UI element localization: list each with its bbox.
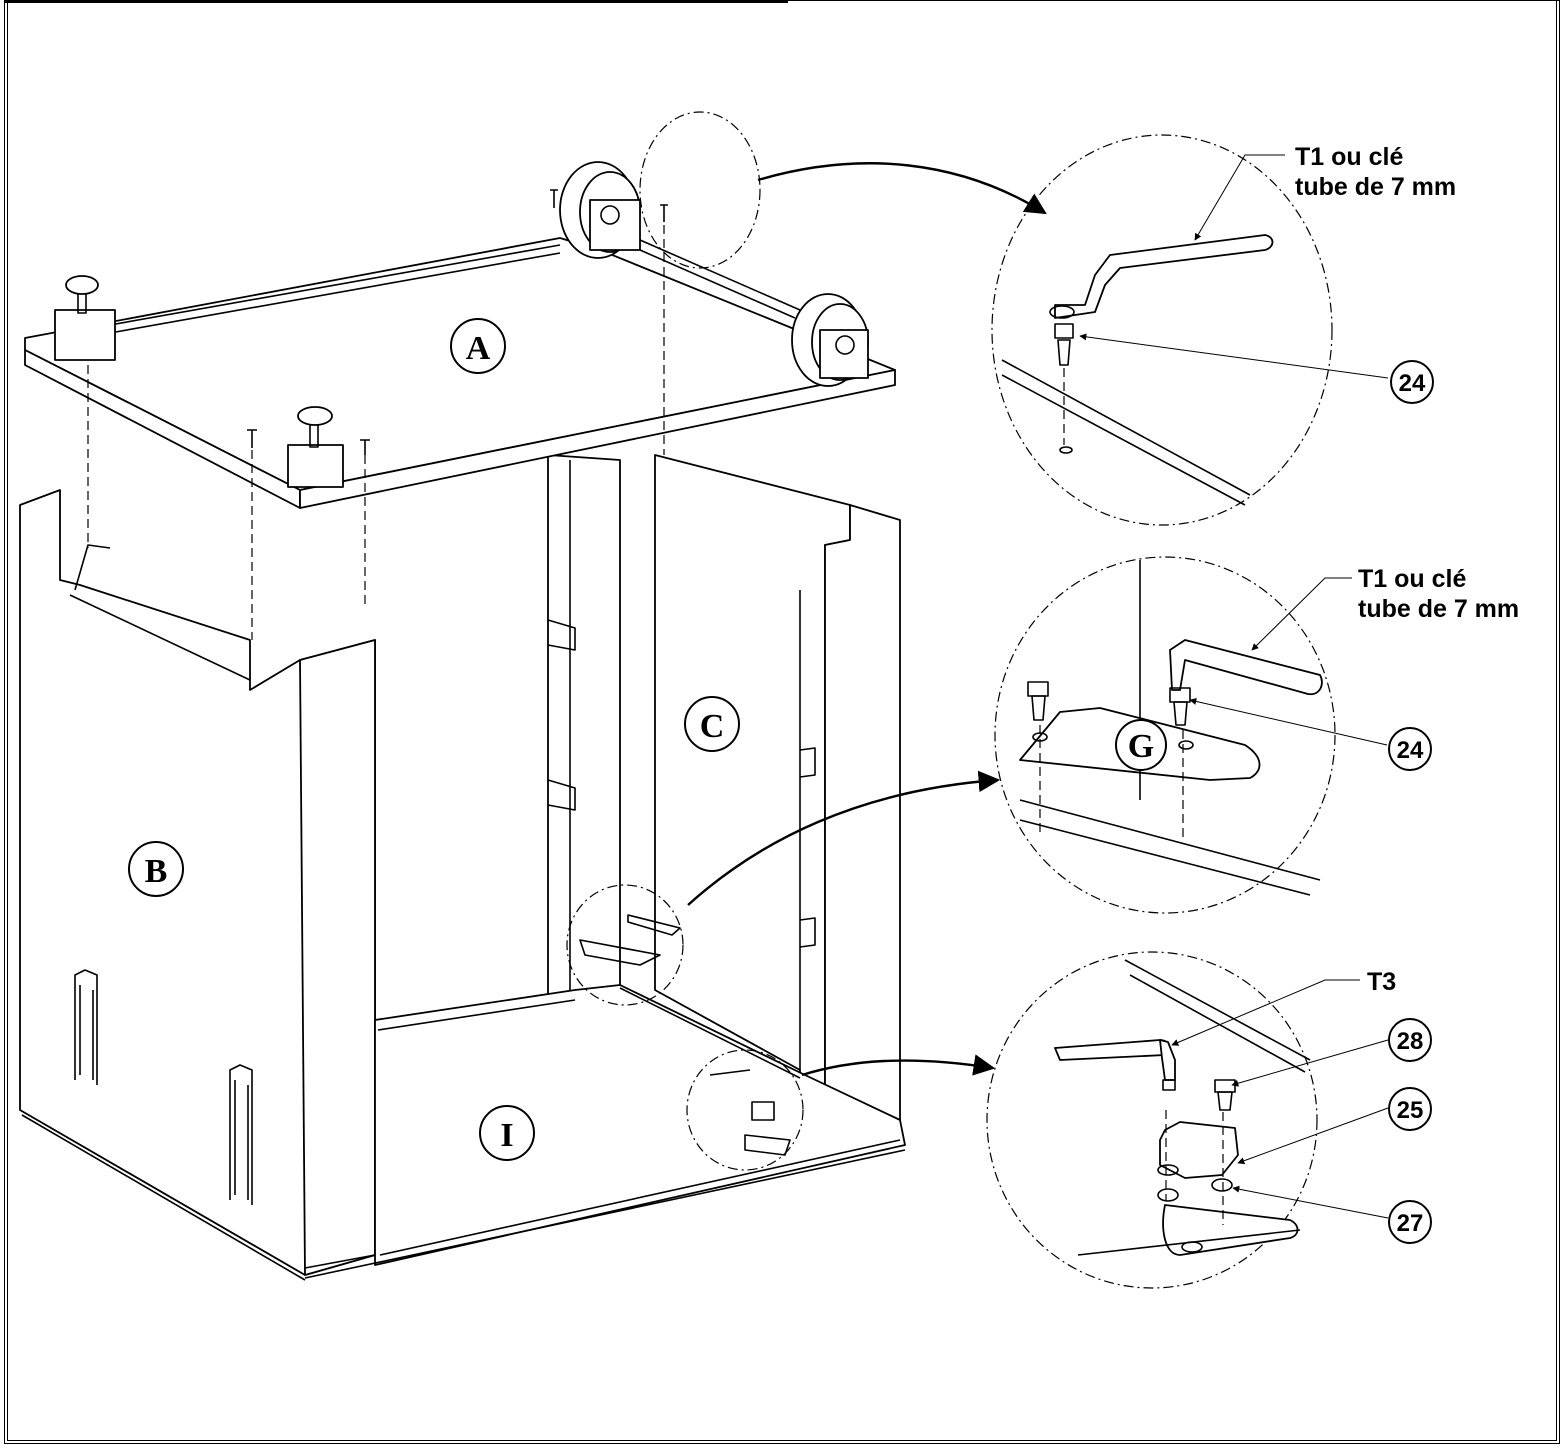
arrow-to-middle-detail — [687, 770, 1001, 906]
callout-middle-24: 24 — [1388, 727, 1432, 771]
part-label-b: B — [128, 841, 184, 897]
leader-25 — [1237, 1107, 1389, 1165]
tool-label-middle-line2: tube de 7 mm — [1358, 595, 1519, 623]
svg-text:25: 25 — [1397, 1097, 1424, 1124]
detail-top — [991, 134, 1333, 526]
part-label-c: C — [684, 696, 740, 752]
arrow-to-top-detail — [757, 162, 1047, 215]
header-rule-thin — [788, 0, 1560, 1]
zoom-circle-bottom-small — [686, 1049, 804, 1171]
page-frame — [4, 0, 1560, 1444]
tool-label-top-line2: tube de 7 mm — [1295, 173, 1456, 201]
callout-top-24: 24 — [1390, 360, 1434, 404]
svg-text:A: A — [466, 330, 491, 367]
leader-27 — [1232, 1185, 1389, 1219]
svg-text:28: 28 — [1397, 1028, 1424, 1055]
svg-text:G: G — [1128, 728, 1154, 765]
callout-25: 25 — [1388, 1087, 1432, 1131]
svg-text:I: I — [500, 1117, 513, 1154]
leader-top-24 — [1079, 333, 1389, 379]
svg-text:24: 24 — [1397, 737, 1424, 764]
bottom-panel-i — [304, 984, 906, 1279]
zoom-circle-top-small — [639, 111, 761, 269]
svg-text:27: 27 — [1397, 1210, 1424, 1237]
leader-28 — [1231, 1039, 1389, 1087]
header-rule — [4, 0, 788, 3]
callout-28: 28 — [1388, 1018, 1432, 1062]
svg-text:B: B — [145, 853, 168, 890]
arrow-to-bottom-detail — [801, 1054, 996, 1077]
part-label-a: A — [450, 318, 506, 374]
leader-middle-24 — [1189, 697, 1388, 746]
tool-label-middle-line1: T1 ou clé — [1358, 565, 1466, 593]
part-label-g: G — [1115, 719, 1167, 771]
zoom-circle-middle-small — [566, 884, 684, 1006]
side-panel-b — [19, 489, 376, 1281]
detail-bottom — [986, 951, 1318, 1289]
callout-27: 27 — [1388, 1200, 1432, 1244]
svg-text:C: C — [700, 708, 725, 745]
leader-bottom-t3 — [1171, 979, 1360, 1046]
tool-label-t3: T3 — [1367, 968, 1396, 996]
leader-top-tool — [1194, 154, 1285, 241]
tool-label-top-line1: T1 ou clé — [1295, 143, 1403, 171]
part-label-i: I — [479, 1105, 535, 1161]
svg-text:24: 24 — [1399, 370, 1426, 397]
leader-middle-tool — [1251, 577, 1352, 651]
